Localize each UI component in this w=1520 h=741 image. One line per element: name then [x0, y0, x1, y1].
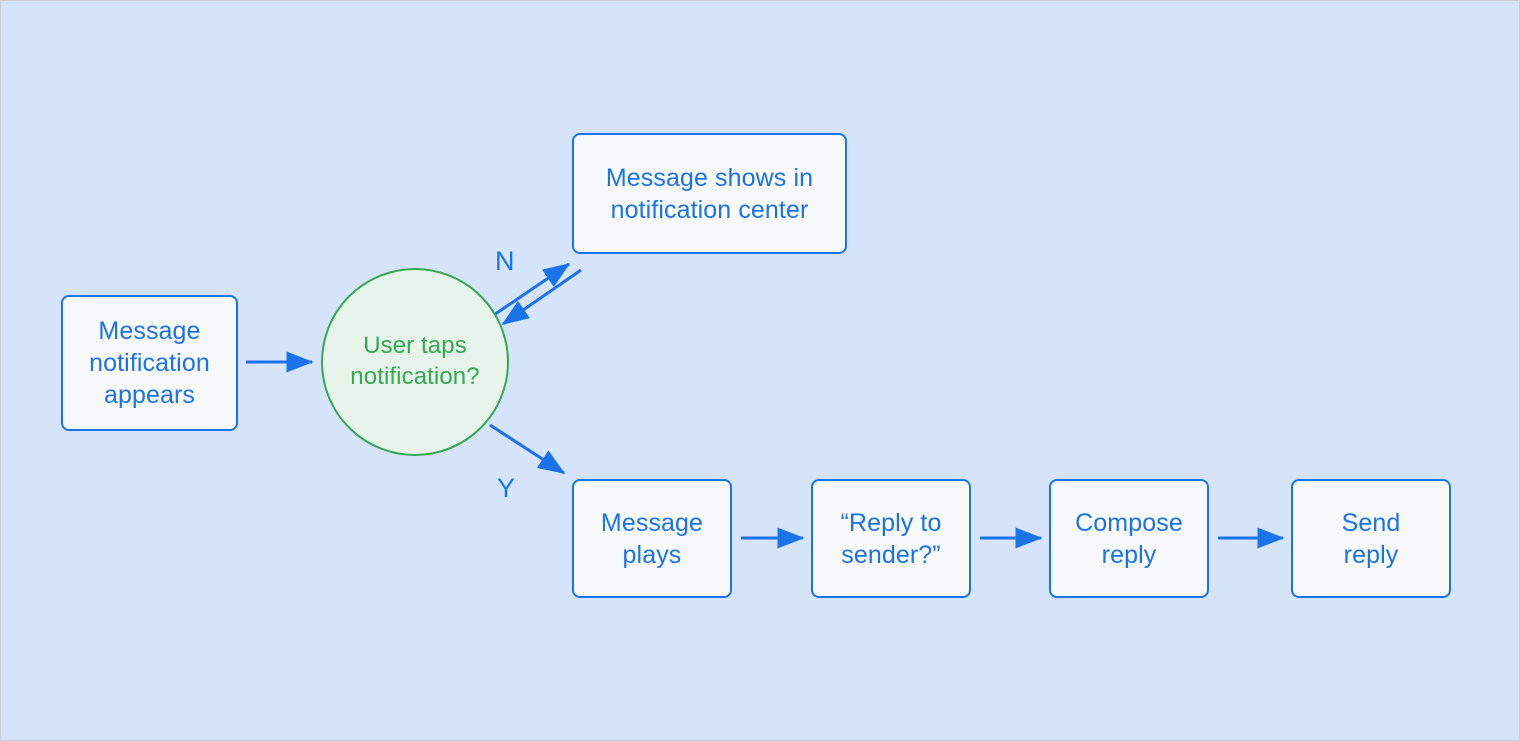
- edge-notification-center-to-decision: [501, 268, 582, 326]
- edge-decision-to-message-plays: [489, 423, 566, 475]
- node-message-notification-appears[interactable]: Message notification appears: [61, 295, 238, 431]
- node-compose-reply[interactable]: Compose reply: [1049, 479, 1209, 598]
- node-user-taps-notification-decision[interactable]: User taps notification?: [321, 268, 509, 456]
- edge-label-yes: Y: [497, 473, 516, 503]
- edge-label-no: N: [495, 246, 515, 276]
- node-send-reply[interactable]: Send reply: [1291, 479, 1451, 598]
- node-message-plays[interactable]: Message plays: [572, 479, 732, 598]
- node-message-shows-in-notification-center[interactable]: Message shows in notification center: [572, 133, 847, 254]
- node-reply-to-sender[interactable]: “Reply to sender?”: [811, 479, 971, 598]
